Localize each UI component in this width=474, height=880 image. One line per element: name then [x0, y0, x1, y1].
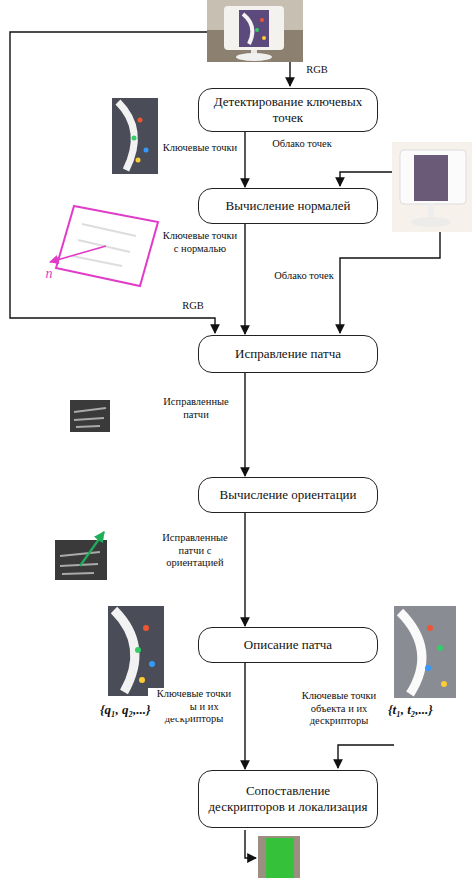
stand-pole — [428, 204, 434, 218]
box-dot — [138, 118, 143, 123]
annotation-label: Облако точек — [272, 270, 336, 283]
box-dot — [149, 661, 155, 667]
box-dot — [144, 148, 149, 153]
point-cloud-image — [392, 142, 472, 232]
patch-texture — [60, 552, 100, 574]
rgb-photo — [207, 0, 303, 62]
edge-label: Ключевые точки с нормалью — [160, 230, 240, 255]
process-box: Исправление патча — [198, 335, 378, 373]
annotation-label: RGB — [297, 64, 337, 77]
box-dot — [135, 647, 141, 653]
box-dot — [425, 665, 431, 671]
flow-arrow — [244, 373, 245, 476]
stand-base — [236, 53, 272, 61]
patch-texture — [74, 408, 106, 427]
box-dot — [255, 28, 259, 32]
annotation-label: {q₁, q₂,...} — [100, 702, 190, 718]
process-box: Детектирование ключевых точек — [198, 88, 378, 132]
process-box: Вычисление нормалей — [198, 188, 378, 224]
box-dot — [139, 677, 145, 683]
process-label: Детектирование ключевых точек — [207, 94, 369, 125]
cloud-background — [392, 142, 472, 232]
cereal-box — [108, 606, 164, 696]
box-dot — [427, 625, 433, 631]
box-dot — [132, 136, 137, 141]
flow-arrow — [244, 224, 245, 334]
process-label: Исправление патча — [235, 346, 341, 362]
stand-base — [411, 217, 451, 227]
process-label: Описание патча — [244, 637, 332, 653]
rectified-patch-image — [70, 400, 110, 432]
scene-box-image — [108, 606, 164, 696]
box-dot — [441, 681, 447, 687]
orientation-arrow — [80, 532, 104, 566]
flow-arrow — [244, 513, 245, 626]
cloud-wire — [340, 232, 440, 333]
process-box: Описание патча — [198, 627, 378, 663]
cereal-box — [394, 606, 456, 698]
box-dot — [262, 36, 266, 40]
photo-background — [207, 0, 303, 62]
process-label: Вычисление ориентации — [219, 487, 356, 503]
annotation-label: Ключевые точки объекта и их дескрипторы — [290, 690, 388, 728]
process-label: Сопоставление дескрипторов и локализация — [207, 783, 369, 814]
edge-label: Исправленные патчи с ориентацией — [150, 532, 240, 570]
box-swoosh — [243, 14, 252, 44]
normal-vector — [50, 246, 106, 262]
edge-label: Исправленные патчи — [152, 396, 240, 421]
process-box: Вычисление ориентации — [198, 477, 378, 513]
cereal-box — [239, 10, 269, 47]
box-swoosh — [400, 612, 422, 694]
box-dot — [260, 18, 264, 22]
edge-label: Ключевые точки — [162, 142, 238, 155]
annotation-label: Облако точек — [270, 138, 334, 151]
cereal-box — [112, 98, 158, 174]
box-dot — [136, 158, 141, 163]
box-dot — [143, 625, 149, 631]
keypoint-box-image — [112, 98, 158, 174]
object-wire — [338, 745, 394, 768]
localization-result-image — [258, 836, 300, 878]
patch — [55, 540, 107, 580]
cloud-wire — [340, 172, 392, 186]
patch — [70, 400, 110, 432]
tangent-plane — [56, 206, 158, 286]
rgb-wire — [289, 62, 290, 86]
input-wires — [10, 32, 440, 858]
object-box-image — [394, 606, 456, 698]
oriented-patch-image — [55, 532, 107, 580]
flow-arrow — [244, 663, 245, 769]
annotation-label: n — [42, 266, 56, 283]
annotation-label: RGB — [176, 300, 210, 313]
box-dot — [437, 645, 443, 651]
connector-layer — [245, 132, 246, 769]
display-frame — [400, 150, 466, 204]
box-swoosh — [114, 610, 135, 692]
box-swoosh — [118, 102, 134, 170]
flow-arrow — [244, 132, 245, 187]
annotation-label: {t₁, t₂,...} — [388, 702, 470, 718]
plane-texture — [72, 224, 136, 266]
process-label: Вычисление нормалей — [226, 198, 351, 214]
display-frame — [224, 6, 284, 50]
rgb-wire — [10, 32, 215, 333]
localized-object — [266, 838, 294, 878]
result-background — [258, 836, 300, 878]
cereal-box — [414, 155, 448, 201]
result-wire — [245, 830, 256, 858]
normal-plane-figure — [50, 206, 158, 286]
process-box: Сопоставление дескрипторов и локализация — [198, 770, 378, 828]
